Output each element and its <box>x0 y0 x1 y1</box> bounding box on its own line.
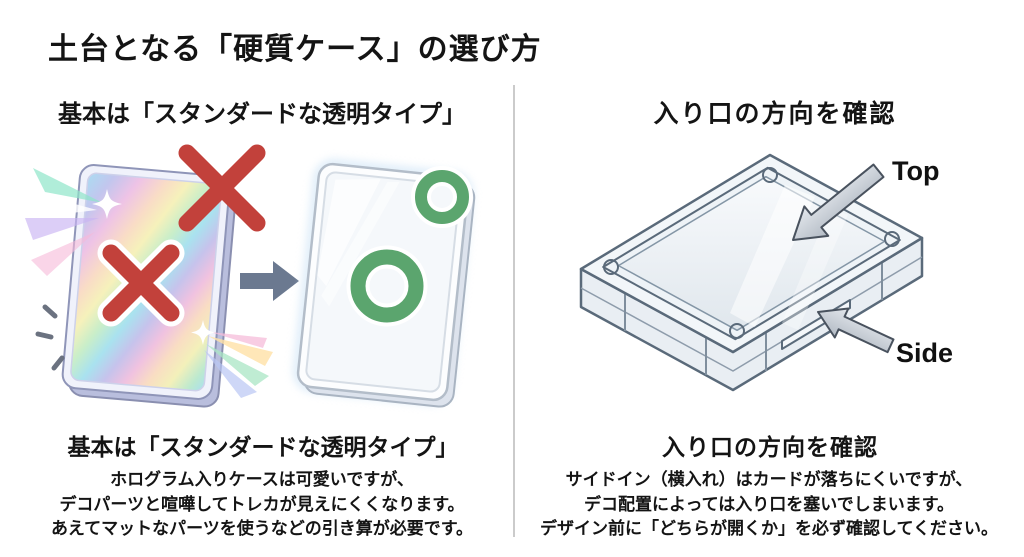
left-bottom-heading: 基本は「スタンダードな透明タイプ」 <box>67 434 459 460</box>
sparkle-icon <box>191 320 215 345</box>
ok-ring-icon <box>346 245 428 327</box>
clear-case <box>292 158 476 408</box>
sparkle-icon <box>92 189 122 219</box>
side-arrow-icon <box>817 307 895 354</box>
left-description-line: ホログラム入りケースは可愛いですが、 <box>110 470 414 489</box>
top-label: Top <box>892 156 940 186</box>
left-description: ホログラム入りケースは可愛いですが、 デコパーツと喧嘩してトレカが見えにくくなり… <box>16 468 508 542</box>
right-subtitle: 入り口の方向を確認 <box>653 100 897 128</box>
right-description: サイドイン（横入れ）はカードが落ちにくいですが、 デコ配置によっては入り口を塞い… <box>522 468 1016 542</box>
emphasis-dashes <box>35 304 65 371</box>
left-description-line: デコパーツと喧嘩してトレカが見えにくくなります。 <box>59 494 465 514</box>
case-comparison-illustration <box>25 144 476 408</box>
cross-icon <box>97 239 185 327</box>
case-isometric <box>579 153 924 392</box>
arrow-right-icon <box>240 261 299 301</box>
right-description-line: サイドイン（横入れ）はカードが落ちにくいですが、 <box>565 470 973 489</box>
right-bottom-heading: 入り口の方向を確認 <box>662 434 878 460</box>
light-beams-icon <box>25 168 103 276</box>
right-description-line: デコ配置によっては入り口を塞いでしまいます。 <box>583 494 955 514</box>
page-title: 土台となる「硬質ケース」の選び方 <box>48 33 542 66</box>
left-description-line: あえてマットなパーツを使うなどの引き算が必要です。 <box>50 519 474 538</box>
cross-icon <box>178 144 266 232</box>
vertical-divider <box>513 85 515 537</box>
case-opening-illustration <box>579 153 924 392</box>
ok-ring-icon <box>411 166 473 228</box>
side-label: Side <box>896 338 954 368</box>
light-beams-icon <box>204 332 273 398</box>
left-subtitle: 基本は「スタンダードな透明タイプ」 <box>58 101 466 128</box>
right-description-line: デザイン前に「どちらが開くか」を必ず確認してください。 <box>540 519 998 538</box>
top-arrow-icon <box>792 163 885 241</box>
